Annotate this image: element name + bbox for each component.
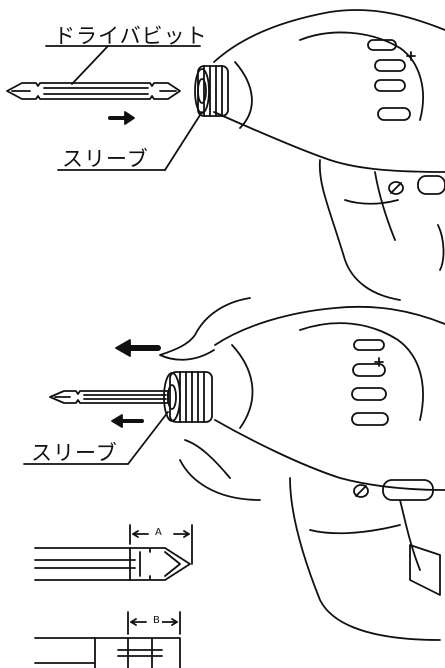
sleeve-label-middle: スリーブ — [31, 441, 118, 465]
sleeve-label-top: スリーブ — [62, 147, 149, 171]
dimension-b-label: B — [151, 615, 162, 626]
middle-driver-illustration — [23, 297, 445, 641]
top-driver-illustration — [6, 9, 445, 301]
bit-dimension-b-diagram — [34, 611, 181, 668]
bit-dimension-a-diagram — [34, 524, 193, 581]
driver-bit-label: ドライバビット — [54, 24, 208, 48]
dimension-a-label: A — [153, 527, 164, 538]
